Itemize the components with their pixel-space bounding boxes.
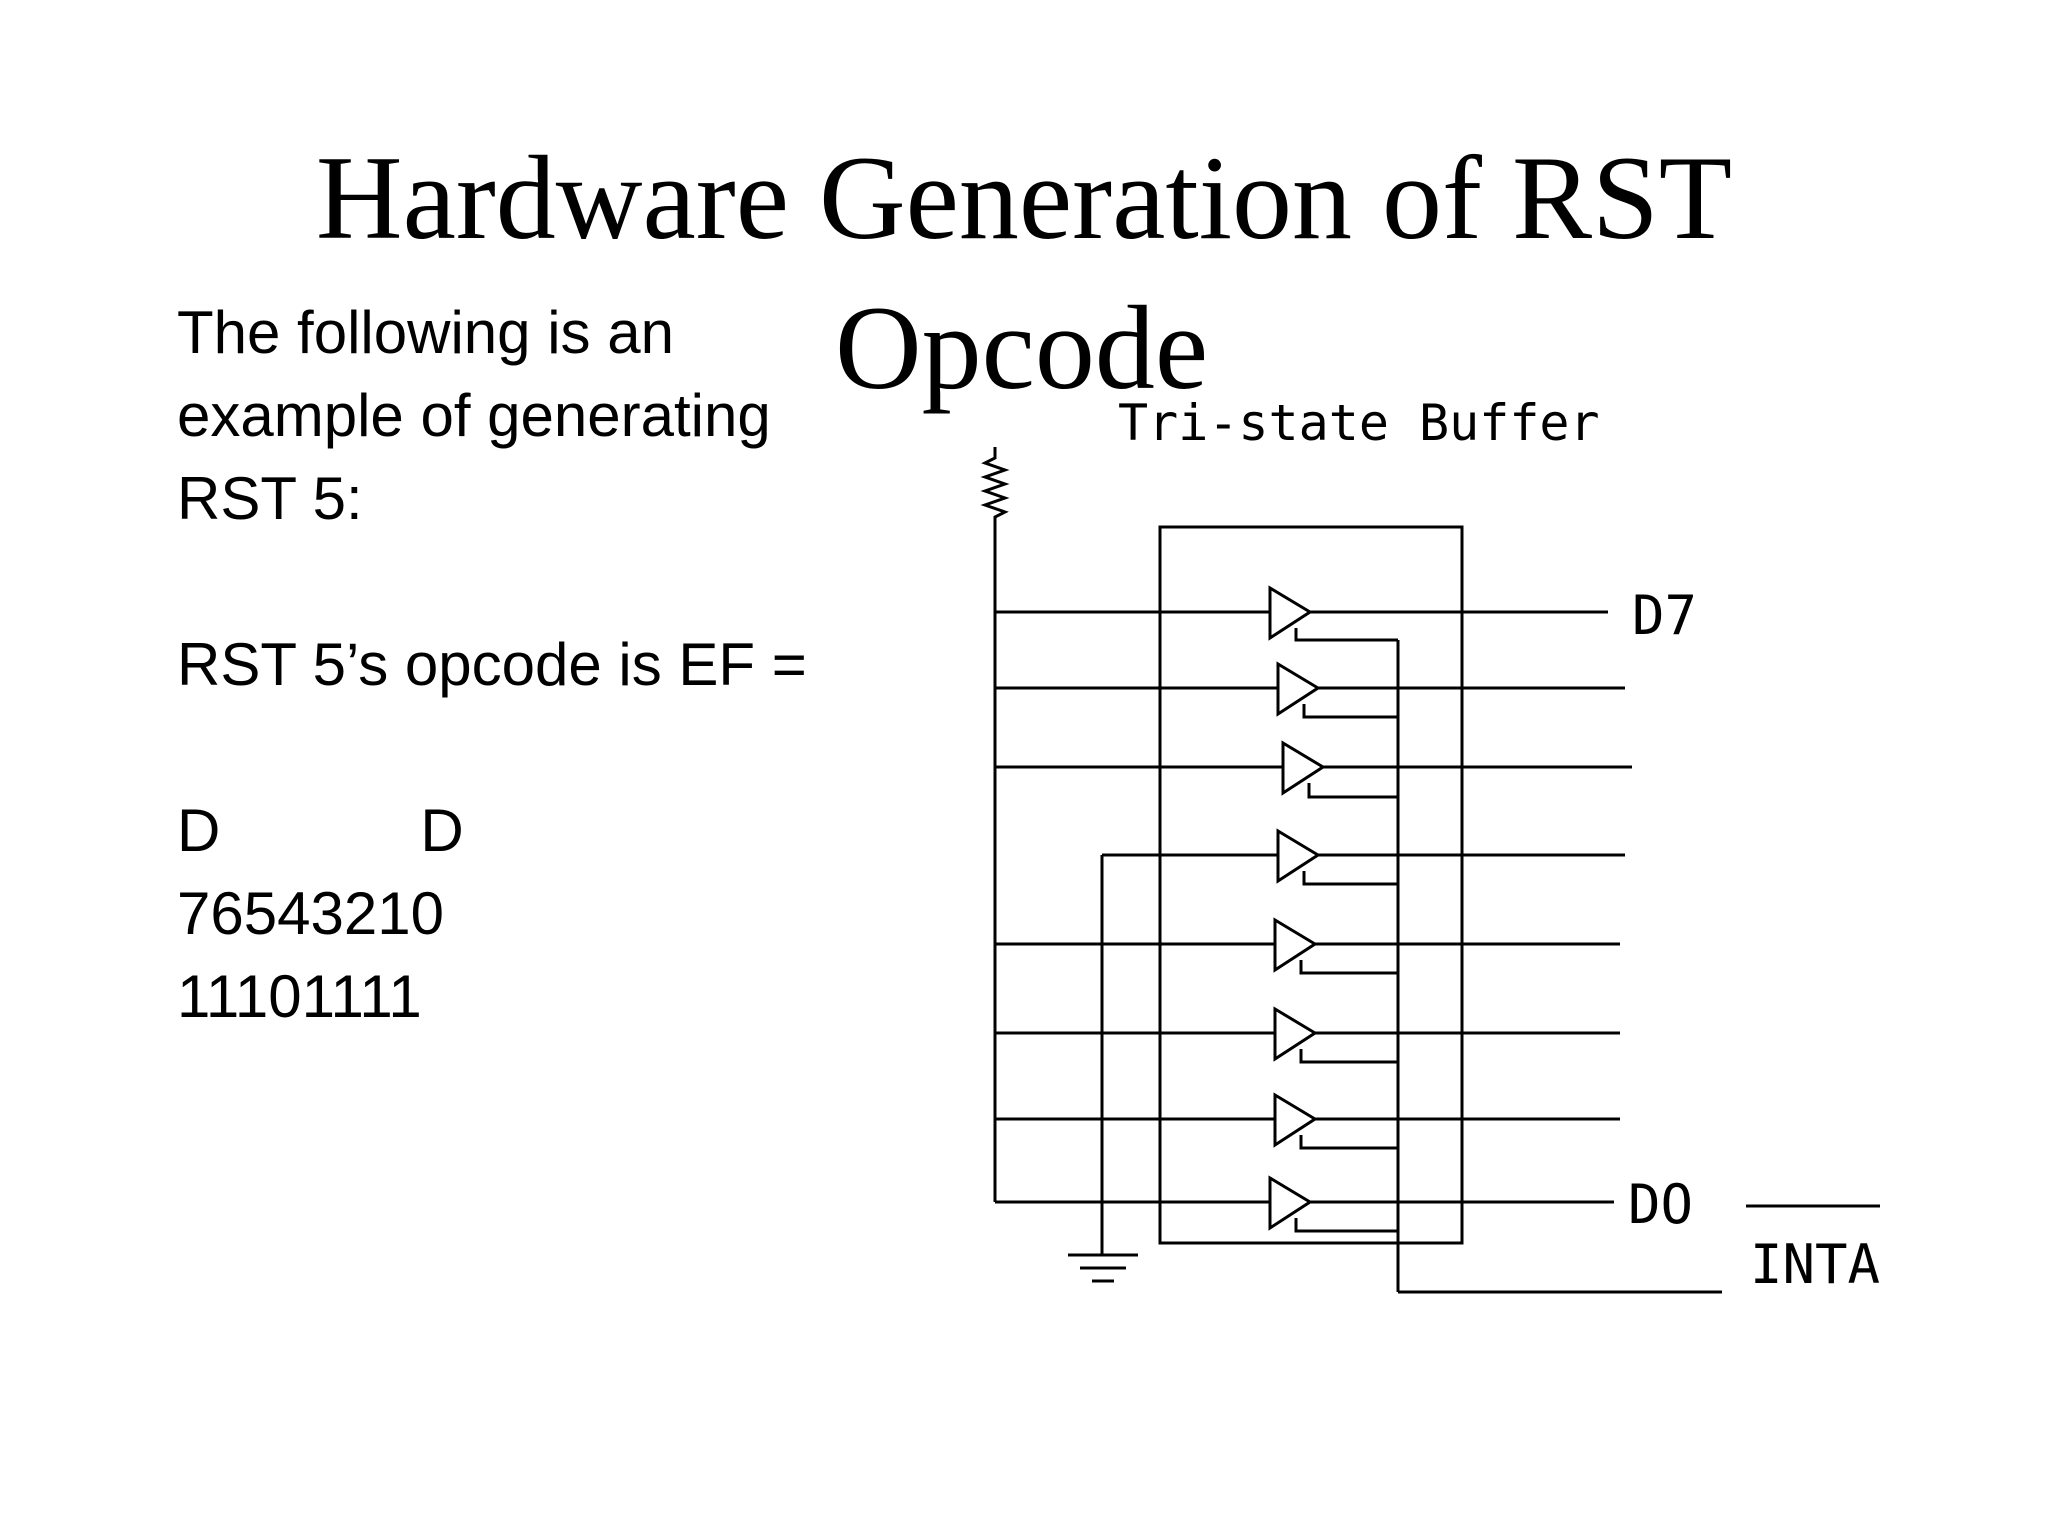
buffer-gate-d3	[1273, 917, 1318, 973]
slide-title-line2: Opcode	[835, 281, 1209, 414]
buffer-gate-d5	[1281, 740, 1326, 796]
buffer-label: Tri-state Buffer	[1118, 394, 1600, 452]
input-wires	[995, 610, 1283, 1204]
buffer-gate-d1	[1273, 1092, 1318, 1148]
body-line-1: The following is an	[177, 299, 674, 366]
body-line-8: 76543210	[177, 880, 444, 947]
inta-label: INTA	[1750, 1233, 1880, 1296]
body-text: The following is an example of generatin…	[177, 291, 807, 1038]
ground-icon	[1068, 1253, 1138, 1283]
buffer-gate-d0	[1268, 1175, 1313, 1231]
buffer-gate-d7	[1268, 585, 1313, 641]
d0-label: DO	[1628, 1173, 1693, 1236]
ground-input	[1100, 853, 1278, 1255]
slide-title-line1: Hardware Generation of RST	[315, 131, 1733, 264]
pullup-resistor	[980, 447, 1010, 530]
enable-lines	[1294, 628, 1722, 1294]
output-wires	[1310, 610, 1632, 1204]
buffer-gate-d2	[1273, 1006, 1318, 1062]
body-line-5: RST 5’s opcode is EF =	[177, 631, 807, 698]
buffer-chip	[1158, 525, 1464, 1245]
buffer-gate-d6	[1276, 661, 1321, 717]
d7-label: D7	[1632, 584, 1697, 647]
buffer-gates	[1268, 585, 1326, 1231]
buffer-gate-d4	[1276, 828, 1321, 884]
body-line-7: D D	[177, 797, 464, 864]
body-line-3: RST 5:	[177, 465, 363, 532]
body-line-9: 11101111	[177, 963, 422, 1030]
body-line-2: example of generating	[177, 382, 771, 449]
